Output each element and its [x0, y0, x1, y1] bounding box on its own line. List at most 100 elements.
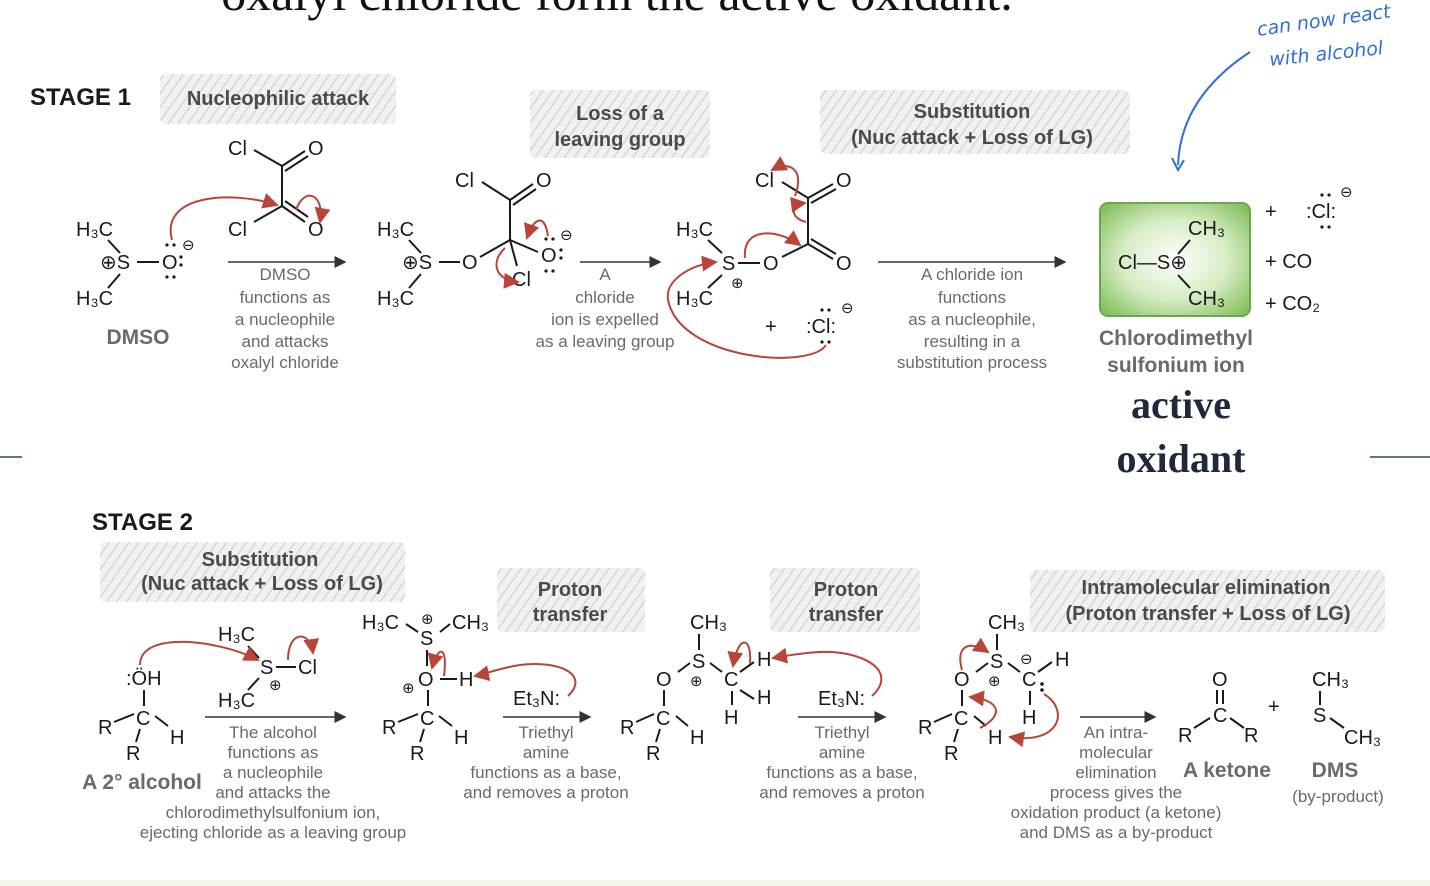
svg-text:functions as a base,: functions as a base,: [766, 763, 917, 782]
svg-text:(Proton transfer + Loss of LG): (Proton transfer + Loss of LG): [1065, 603, 1350, 625]
svg-text:O: O: [836, 170, 852, 192]
molecule-acyloxysulfonium: Cl O H₃C S ⊕ O O H₃C + :Cl: ⊖: [676, 170, 854, 344]
svg-text:⊖: ⊖: [182, 236, 195, 254]
svg-text:The alcohol: The alcohol: [229, 723, 317, 742]
svg-text:Cl: Cl: [512, 269, 531, 291]
svg-text:R: R: [410, 743, 424, 765]
svg-text:⊕: ⊕: [421, 610, 434, 628]
svg-text:R: R: [1244, 725, 1258, 747]
svg-text:An intra-: An intra-: [1084, 723, 1148, 742]
curved-arrow: [473, 663, 577, 697]
svg-text:Cl: Cl: [298, 657, 317, 679]
banner-substitution: Substitution (Nuc attack + Loss of LG): [820, 90, 1130, 154]
svg-text:Intramolecular elimination: Intramolecular elimination: [1082, 577, 1331, 599]
svg-text:R: R: [1178, 725, 1192, 747]
svg-text:molecular: molecular: [1079, 743, 1153, 762]
svg-text:⊕: ⊕: [731, 274, 744, 292]
svg-text:H₃C: H₃C: [676, 219, 713, 241]
svg-text:O: O: [536, 170, 552, 192]
svg-text:Substitution: Substitution: [914, 101, 1031, 123]
svg-text:and removes a proton: and removes a proton: [463, 783, 628, 802]
svg-text:leaving group: leaving group: [554, 129, 685, 151]
svg-text:O: O: [308, 138, 324, 160]
svg-text:H: H: [459, 669, 473, 691]
svg-text:and attacks the: and attacks the: [215, 783, 330, 802]
svg-text:H₃C: H₃C: [76, 288, 113, 310]
svg-text:H: H: [1022, 707, 1036, 729]
svg-text:S: S: [260, 657, 273, 679]
svg-text:⊖: ⊖: [1340, 183, 1353, 201]
svg-text:Loss of a: Loss of a: [576, 103, 665, 125]
stage2-step-3-description: Triethyl amine functions as a base, and …: [759, 723, 924, 802]
svg-text:CH₃: CH₃: [1188, 218, 1225, 240]
molecule-dms: CH₃ S CH₃: [1312, 669, 1381, 749]
annotation-line-2: with alcohol: [1268, 37, 1385, 71]
svg-text:⊖: ⊖: [560, 226, 573, 244]
svg-text:H: H: [757, 687, 771, 709]
dms-byproduct-label: (by-product): [1292, 787, 1384, 806]
svg-text:⊕: ⊕: [402, 679, 415, 697]
svg-text:substitution process: substitution process: [897, 353, 1047, 372]
svg-text:O: O: [656, 669, 672, 691]
curved-arrow: [790, 196, 807, 223]
banner-substitution-2: Substitution (Nuc attack + Loss of LG): [100, 542, 405, 602]
svg-text:transfer: transfer: [809, 604, 884, 626]
svg-text:process gives the: process gives the: [1050, 783, 1182, 802]
svg-text:as a nucleophile,: as a nucleophile,: [908, 310, 1036, 329]
svg-text:C: C: [724, 669, 738, 691]
svg-text:CH₃: CH₃: [1344, 727, 1381, 749]
svg-text:⊕: ⊕: [269, 676, 282, 694]
curved-arrow: [968, 690, 997, 729]
svg-text:S: S: [692, 651, 705, 673]
svg-text:O: O: [162, 252, 178, 274]
curved-arrow: [1008, 693, 1059, 748]
svg-text:DMSO: DMSO: [260, 265, 311, 284]
svg-text:C: C: [656, 708, 670, 730]
svg-text:Cl: Cl: [228, 219, 247, 241]
ketone-label: A ketone: [1183, 759, 1271, 782]
svg-text:oxidation product (a ketone): oxidation product (a ketone): [1011, 803, 1222, 822]
molecule-tetrahedral-intermediate: H₃C ⊕S O H₃C Cl O O ⊖ Cl: [377, 170, 573, 310]
svg-text:functions as a base,: functions as a base,: [470, 763, 621, 782]
molecule-alkoxysulfonium: CH₃ S ⊕ O C H H H C R H R: [620, 612, 771, 765]
molecule-ketone: O C R R: [1178, 669, 1258, 747]
svg-text:Nucleophilic attack: Nucleophilic attack: [187, 88, 370, 110]
svg-text:⊕S: ⊕S: [100, 252, 130, 274]
svg-text:elimination: elimination: [1075, 763, 1156, 782]
svg-text:and attacks: and attacks: [242, 332, 329, 351]
curved-arrow: [959, 637, 990, 671]
chlorodimethylsulfonium-box: CH₃ Cl—S⊕ CH₃: [1099, 202, 1251, 317]
svg-text:CH₃: CH₃: [452, 612, 489, 634]
curved-arrow: [139, 640, 260, 666]
svg-text:S: S: [722, 253, 735, 275]
emphasis-active: active: [1131, 382, 1231, 427]
svg-text:Cl: Cl: [228, 138, 247, 160]
banner-proton-transfer-2: Proton transfer: [770, 568, 920, 632]
svg-text:and DMS as a by-product: and DMS as a by-product: [1020, 823, 1213, 842]
svg-text::Cl:: :Cl:: [806, 316, 836, 338]
svg-text:O: O: [954, 669, 970, 691]
svg-text:a nucleophile: a nucleophile: [235, 310, 335, 329]
svg-text:H: H: [757, 649, 771, 671]
dmso-label: DMSO: [107, 326, 170, 349]
step-3-description: A chloride ion functions as a nucleophil…: [897, 265, 1047, 372]
svg-text:CH₃: CH₃: [690, 612, 727, 634]
svg-text:Cl—S⊕: Cl—S⊕: [1118, 252, 1187, 274]
molecule-secondary-alcohol: :ÖH C R H R: [98, 668, 184, 765]
svg-text:ion is expelled: ion is expelled: [551, 310, 659, 329]
svg-text:R: R: [382, 717, 396, 739]
svg-text:CH₃: CH₃: [988, 612, 1025, 634]
page-title: oxalyl chloride form the active oxidant.: [221, 0, 1012, 21]
svg-text:R: R: [620, 717, 634, 739]
svg-text:chloride: chloride: [575, 288, 635, 307]
svg-text:Substitution: Substitution: [202, 549, 319, 571]
handwritten-annotation: can now react with alcohol: [1171, 0, 1393, 173]
svg-text:⊖: ⊖: [1020, 650, 1033, 668]
svg-text:⊕: ⊕: [988, 672, 1001, 690]
svg-text:transfer: transfer: [533, 604, 608, 626]
svg-text:S: S: [990, 651, 1003, 673]
molecule-dmso: H₃C ⊕S O ⊖ H₃C DMSO: [76, 219, 195, 349]
svg-text:functions: functions: [938, 288, 1006, 307]
curved-arrow: [666, 255, 827, 359]
svg-text:H₃C: H₃C: [676, 288, 713, 310]
